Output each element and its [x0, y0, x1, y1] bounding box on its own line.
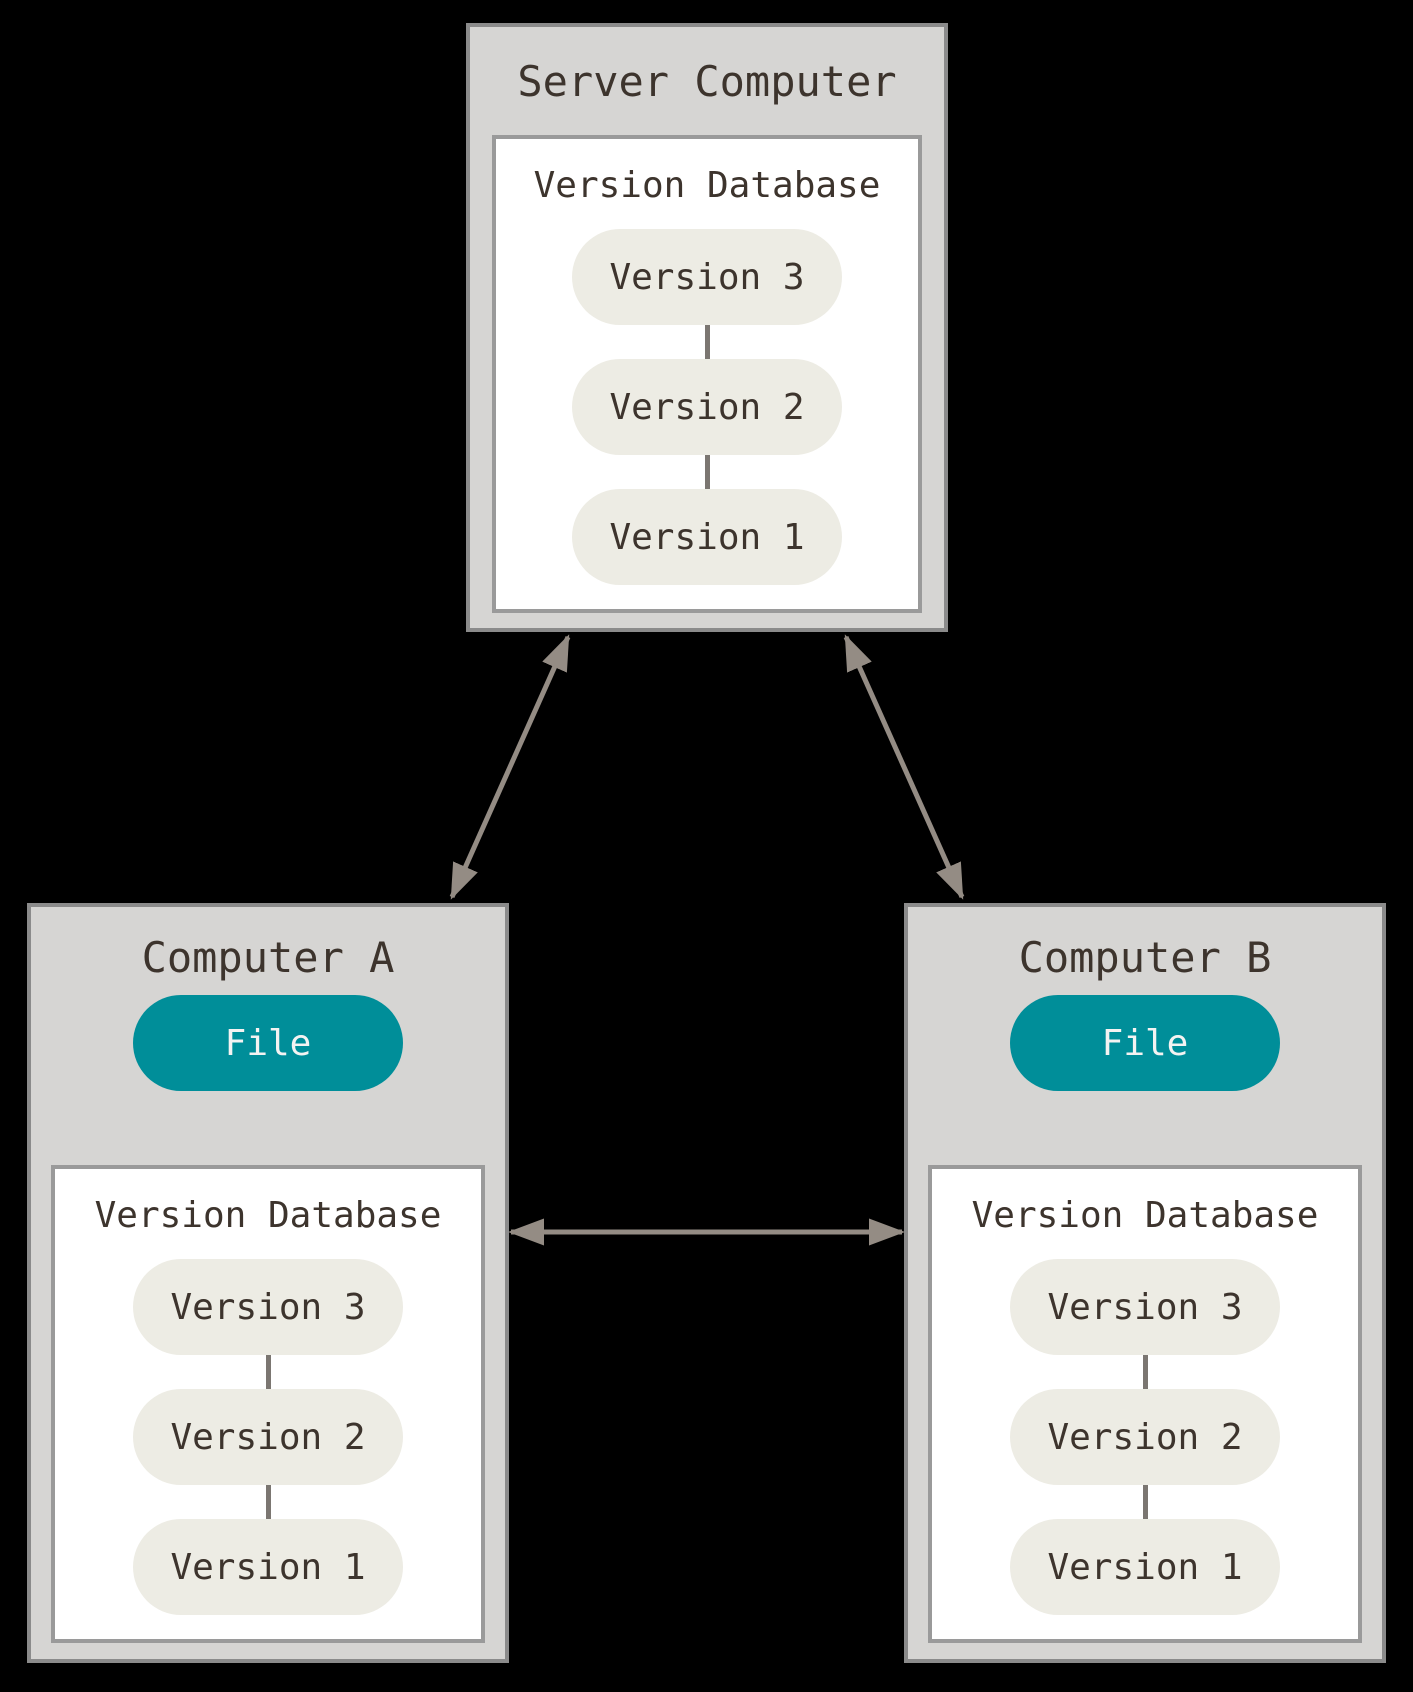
computer-a-title: Computer A [141, 933, 395, 982]
computer-a-version-2-pill: Version 2 [133, 1389, 403, 1485]
computer-a-box: Computer A File Version Database Version… [27, 903, 509, 1663]
server-computer-box: Server Computer Version Database Version… [466, 23, 948, 632]
server-version-database-label: Version Database [533, 165, 881, 206]
server-computer-title: Server Computer [517, 57, 897, 106]
version-connector-line [265, 1355, 271, 1389]
computer-b-version-1-pill: Version 1 [1010, 1519, 1280, 1615]
server-version-1-pill: Version 1 [572, 489, 842, 585]
computer-a-file-pill: File [133, 995, 403, 1091]
version-connector-line [704, 455, 710, 489]
bidirectional-arrow-server-to-computer-b [843, 634, 965, 900]
server-version-3-pill: Version 3 [572, 229, 842, 325]
computer-b-version-2-pill: Version 2 [1010, 1389, 1280, 1485]
bidirectional-arrow-server-to-computer-a [449, 634, 571, 900]
computer-a-version-database-label: Version Database [94, 1195, 442, 1236]
computer-b-file-pill: File [1010, 995, 1280, 1091]
version-connector-line [265, 1485, 271, 1519]
version-connector-line [704, 325, 710, 359]
version-connector-line [1142, 1485, 1148, 1519]
version-connector-line [1142, 1355, 1148, 1389]
server-version-2-pill: Version 2 [572, 359, 842, 455]
computer-a-version-3-pill: Version 3 [133, 1259, 403, 1355]
computer-b-version-database-label: Version Database [971, 1195, 1319, 1236]
computer-b-version-3-pill: Version 3 [1010, 1259, 1280, 1355]
computer-b-title: Computer B [1018, 933, 1272, 982]
server-version-database-box: Version Database Version 3 Version 2 Ver… [492, 135, 922, 613]
computer-b-version-database-box: Version Database Version 3 Version 2 Ver… [928, 1165, 1362, 1643]
computer-b-box: Computer B File Version Database Version… [904, 903, 1386, 1663]
computer-a-version-database-box: Version Database Version 3 Version 2 Ver… [51, 1165, 485, 1643]
computer-a-version-1-pill: Version 1 [133, 1519, 403, 1615]
